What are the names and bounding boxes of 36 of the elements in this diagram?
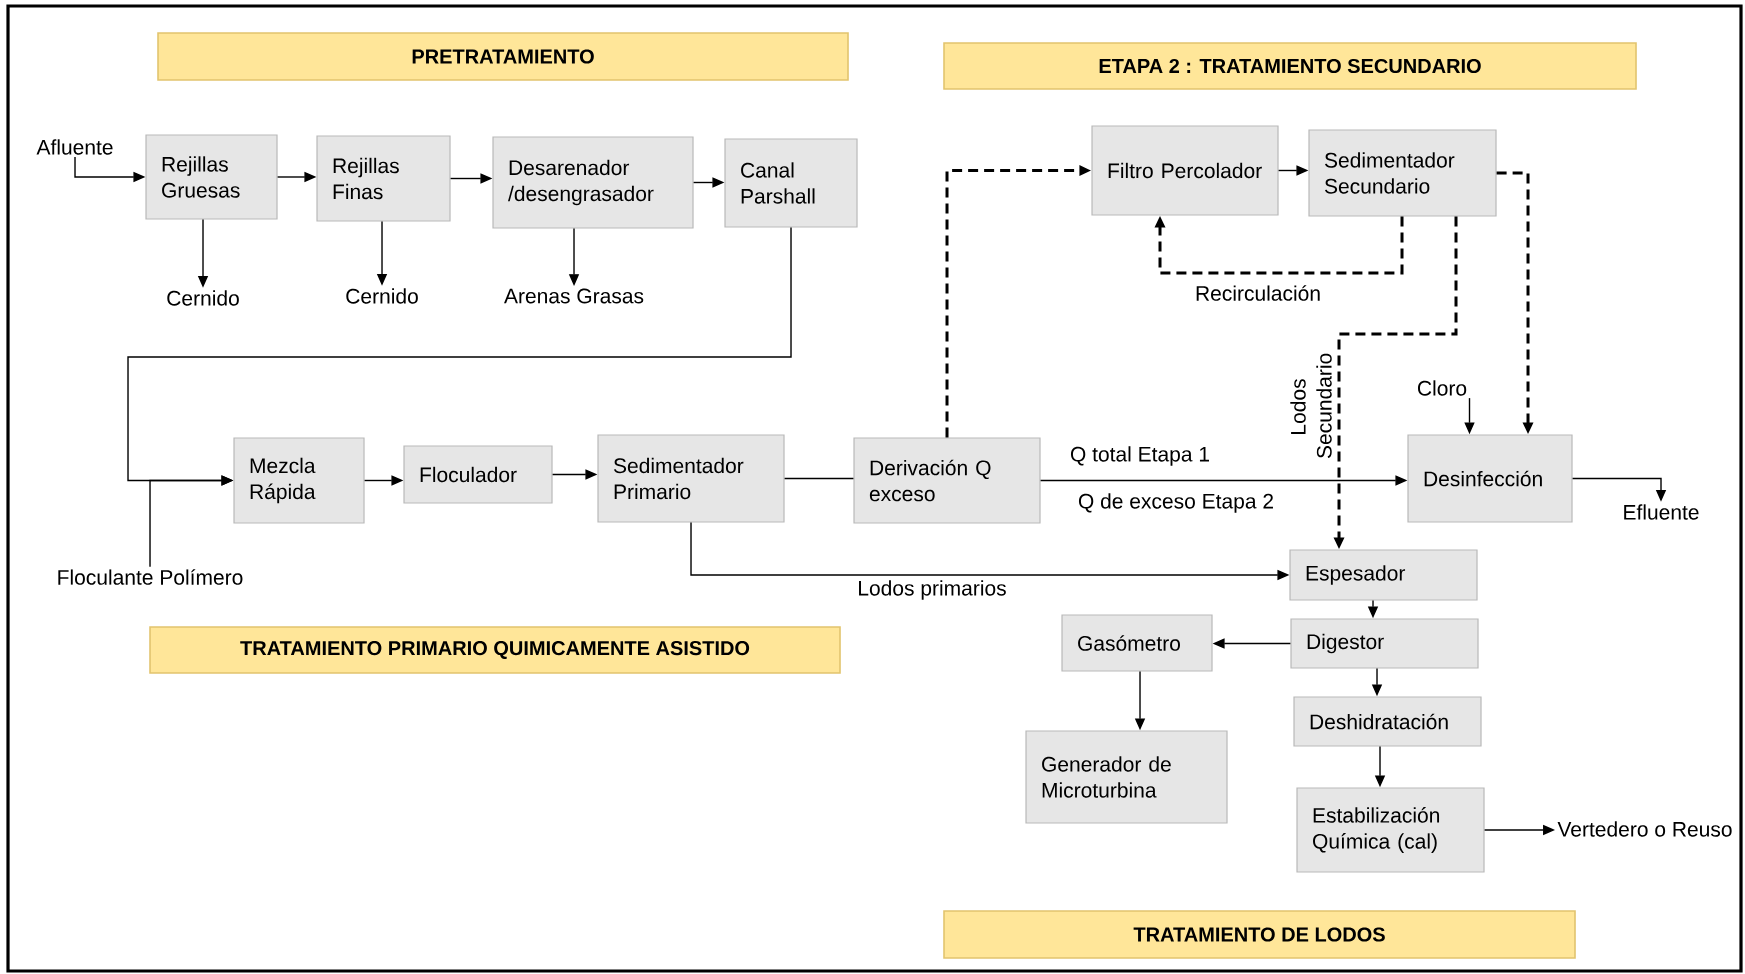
process-box: Estabilización Química (cal) [1296, 787, 1485, 873]
section-banner: ETAPA 2 : TRATAMIENTO SECUNDARIO [943, 42, 1637, 90]
edge-label: Lodos Secundario [1288, 353, 1334, 461]
process-box: Espesador [1289, 549, 1478, 601]
process-box: Desinfección [1407, 434, 1573, 523]
process-box: Sedimentador Secundario [1308, 129, 1497, 217]
process-box: Generador de Microturbina [1025, 730, 1228, 824]
process-box: Rejillas Finas [316, 135, 451, 222]
process-box: Digestor [1290, 618, 1479, 669]
process-box: Derivación Q exceso [853, 437, 1041, 524]
process-box: Sedimentador Primario [597, 434, 785, 523]
section-banner: TRATAMIENTO DE LODOS [943, 910, 1576, 959]
connector-line [783, 477, 855, 480]
flow-label: Floculante Polímero [58, 569, 243, 585]
section-banner: PRETRATAMIENTO [157, 32, 849, 81]
process-box: Desarenador /desengrasador [492, 136, 694, 229]
process-box: Floculador [403, 445, 553, 504]
line-label: Q de exceso Etapa 2 [1078, 493, 1273, 513]
process-box: Deshidratación [1293, 696, 1482, 747]
process-box: Filtro Percolador [1091, 125, 1279, 216]
flow-label: Cernido [167, 290, 239, 306]
edge-label: Q total Etapa 1 [1067, 444, 1213, 468]
flow-label: Arenas Grasas [504, 288, 644, 304]
section-banner: TRATAMIENTO PRIMARIO QUIMICAMENTE ASISTIDO [149, 626, 841, 674]
flow-label: Efluente [1624, 504, 1699, 520]
edge-label: Recirculación [1193, 283, 1324, 303]
process-box: Gasómetro [1061, 614, 1213, 672]
flow-label: Cloro [1418, 380, 1467, 396]
process-box: Canal Parshall [724, 138, 858, 228]
flow-label: Afluente [36, 139, 113, 155]
arrow [1154, 216, 1404, 275]
flow-label: Cernido [346, 288, 418, 304]
process-box: Rejillas Gruesas [145, 134, 278, 220]
edge-label: Lodos primarios [855, 578, 1009, 602]
flow-label: Vertedero o Reuso [1557, 821, 1732, 837]
process-box: Mezcla Rápida [233, 437, 365, 524]
